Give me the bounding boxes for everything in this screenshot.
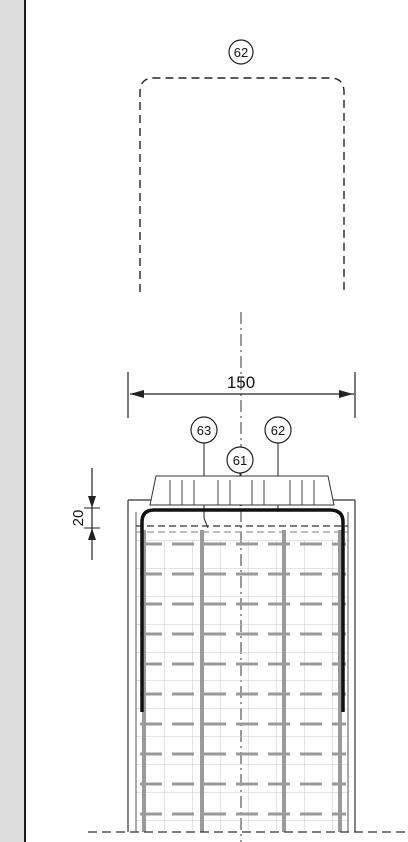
- cover-arrow-bottom: [88, 528, 96, 540]
- cover-arrow-top: [88, 496, 96, 508]
- vertical-rebars: [142, 530, 342, 832]
- dimension-arrow-right: [339, 390, 353, 398]
- left-side-panel: [0, 0, 26, 842]
- dimension-width-label: 150: [227, 373, 255, 392]
- cover-dimension-label: 20: [70, 510, 87, 527]
- u-bar-black: [140, 508, 345, 712]
- grid-mesh: [136, 540, 348, 830]
- callout-label-top: 62: [234, 45, 248, 60]
- horizontal-rebars: [140, 542, 346, 816]
- top-band-hatch: [169, 480, 315, 505]
- stirrup-outline-dashed: [139, 77, 345, 292]
- callout-label-center: 61: [233, 453, 247, 468]
- callout-label-right: 62: [271, 423, 285, 438]
- callout-label-left: 63: [197, 423, 211, 438]
- top-band: [149, 475, 335, 506]
- dimension-arrow-left: [130, 390, 144, 398]
- callout-circle-top: [228, 39, 254, 65]
